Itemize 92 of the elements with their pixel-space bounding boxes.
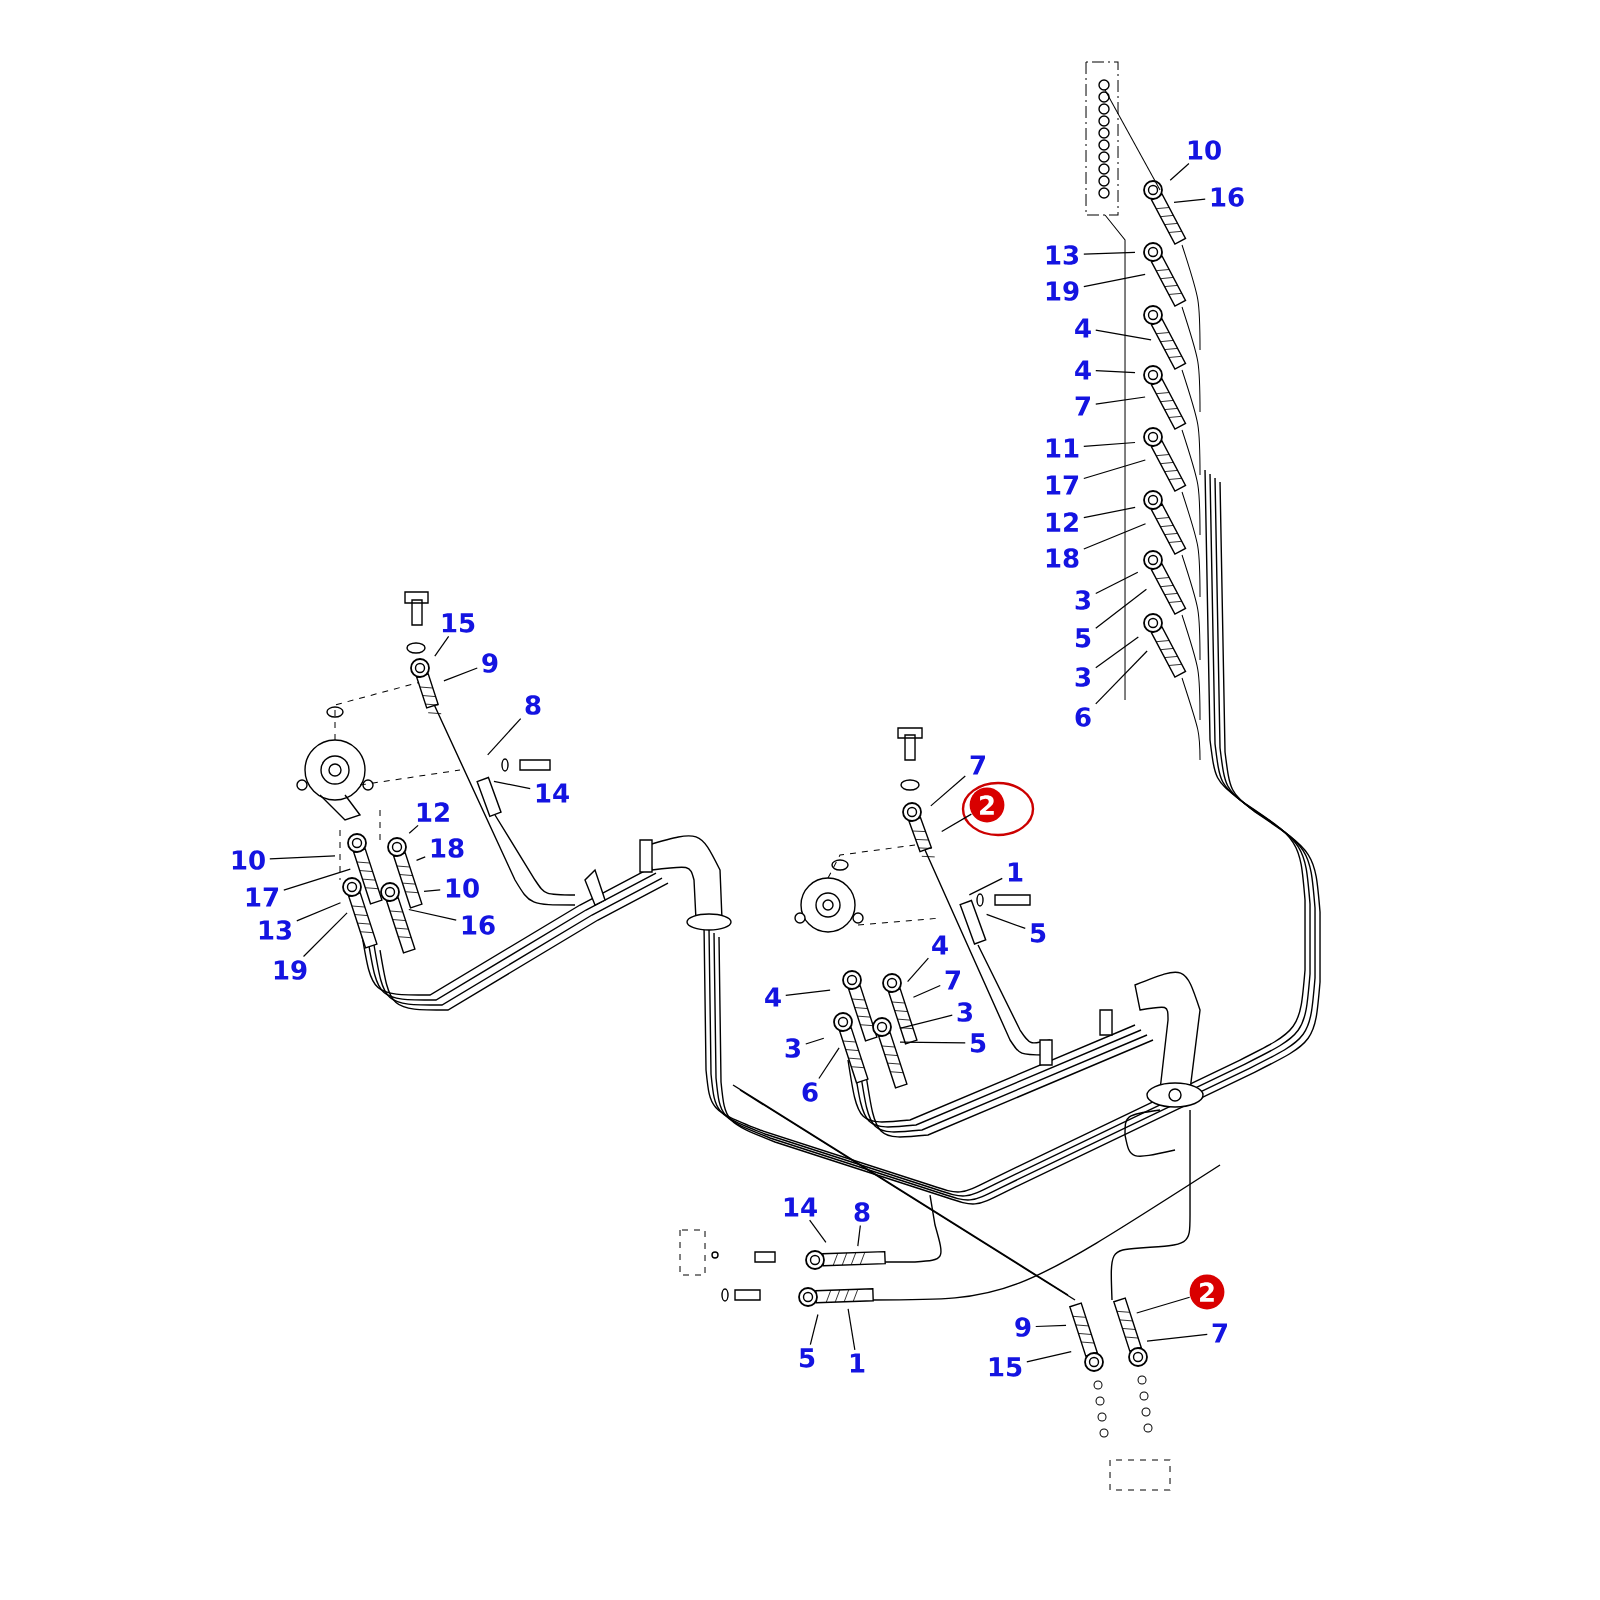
callout-number: 6 (802, 1082, 818, 1102)
callout-number: 13 (1046, 245, 1079, 265)
leader-line (857, 1224, 861, 1247)
callout-number: 19 (274, 960, 307, 980)
leader-line (443, 667, 478, 682)
callout-number: 18 (1046, 548, 1079, 568)
leader-line (907, 957, 929, 983)
leader-line (818, 1047, 840, 1080)
callout-number: 7 (970, 755, 985, 775)
callout-number: 16 (462, 915, 495, 935)
leader-line (930, 775, 966, 807)
callout-number: 9 (1015, 1317, 1031, 1337)
callout-number: 4 (765, 987, 781, 1007)
callout-number: 3 (1075, 667, 1090, 687)
callout-number: 15 (442, 613, 475, 633)
callout-number: 3 (1075, 590, 1090, 610)
leader-line (1083, 506, 1136, 519)
callout-number: 19 (1046, 281, 1079, 301)
callout-number: 1 (850, 1353, 865, 1373)
leader-line (1095, 636, 1139, 669)
callout-number: 6 (1075, 707, 1091, 727)
leader-line (785, 989, 831, 997)
leader-line (423, 889, 441, 892)
callout-number: 8 (525, 695, 541, 715)
leader-line (809, 1219, 827, 1243)
leader-line (434, 635, 450, 657)
leader-line (805, 1037, 825, 1045)
callout-number: 18 (431, 838, 464, 858)
leader-line (283, 868, 351, 891)
leader-line (1095, 571, 1139, 595)
leader-line (1083, 273, 1146, 288)
callout-number: 17 (1046, 475, 1079, 495)
leader-line (408, 908, 457, 921)
leader-line (493, 780, 531, 790)
callout-number: 5 (1031, 923, 1046, 943)
leader-line (1136, 1296, 1191, 1314)
callout-number: 15 (989, 1357, 1022, 1377)
leader-line (1083, 441, 1136, 447)
leader-line (1083, 523, 1147, 550)
callout-number: 17 (246, 887, 279, 907)
callout-number: 4 (1075, 318, 1091, 338)
leader-line (1173, 198, 1206, 203)
callout-badge: 2 (1189, 1274, 1225, 1310)
callout-badge: 2 (961, 781, 1035, 837)
leader-line (1026, 1351, 1072, 1363)
leader-line (1083, 459, 1146, 480)
leader-line (1083, 251, 1136, 255)
callout-number: 1 (1008, 862, 1023, 882)
leader-line (1095, 650, 1148, 705)
leader-line (415, 856, 426, 861)
leader-line (408, 824, 419, 834)
callout-number: 9 (482, 653, 498, 673)
leader-line (968, 877, 1003, 896)
callout-number: 5 (1076, 628, 1091, 648)
callout-number: 8 (854, 1202, 870, 1222)
leader-line (269, 855, 336, 860)
leader-line (912, 984, 941, 998)
leader-line (1095, 396, 1146, 405)
callout-number: 7 (1075, 396, 1090, 416)
leader-line (1169, 162, 1190, 181)
leader-line (941, 813, 972, 832)
callout-number: 10 (446, 878, 479, 898)
callout-number: 12 (417, 802, 449, 822)
callout-number: 14 (536, 783, 569, 803)
callout-number: 7 (945, 970, 960, 990)
callout-number: 13 (259, 920, 292, 940)
leader-line (899, 1041, 966, 1044)
callout-number: 10 (1188, 140, 1221, 160)
callout-number: 16 (1211, 187, 1244, 207)
callout-number: 5 (971, 1033, 986, 1053)
leader-line (487, 717, 522, 756)
callout-number: 14 (784, 1197, 817, 1217)
leader-line (847, 1308, 856, 1351)
leader-line (1095, 370, 1136, 374)
leader-line (302, 912, 348, 958)
callout-number: 4 (932, 935, 948, 955)
callout-number: 3 (785, 1038, 800, 1058)
leader-line (986, 913, 1026, 929)
callout-number: 3 (957, 1002, 972, 1022)
leader-line (296, 902, 342, 922)
leader-line (1095, 329, 1152, 341)
callout-number: 5 (799, 1348, 815, 1368)
leader-line (1095, 588, 1147, 629)
leader-line (1035, 1324, 1067, 1328)
leader-line (899, 1014, 953, 1029)
leader-line (809, 1313, 819, 1346)
callout-number: 7 (1212, 1323, 1227, 1343)
callout-number: 11 (1046, 438, 1079, 458)
leader-line (1146, 1333, 1208, 1342)
callout-number: 4 (1075, 360, 1091, 380)
callout-number: 12 (1046, 512, 1078, 532)
callout-number: 10 (232, 850, 265, 870)
